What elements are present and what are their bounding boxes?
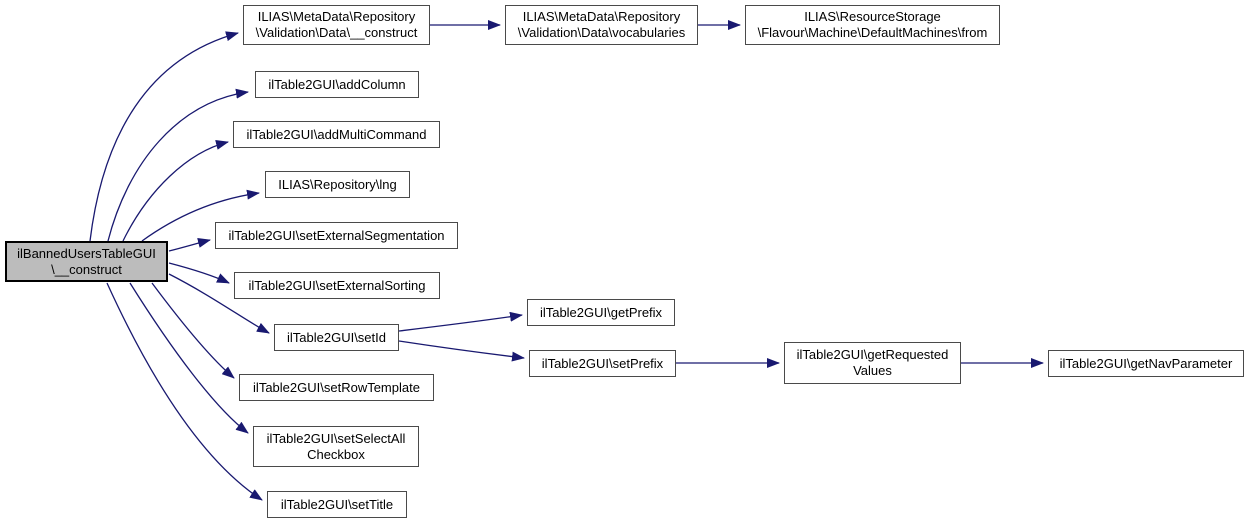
edge-construct-to-setselectallcheckbox <box>129 282 249 434</box>
node-ilias-metadata-repository-validation-data-vocabularies[interactable]: ILIAS\MetaData\Repository \Validation\Da… <box>505 5 698 45</box>
node-ilias-resourcestorage-flavour-machine-defaultmachines-from[interactable]: ILIAS\ResourceStorage \Flavour\Machine\D… <box>745 5 1000 45</box>
node-iltable2gui-setexternalsorting[interactable]: ilTable2GUI\setExternalSorting <box>234 272 440 299</box>
node-iltable2gui-getprefix[interactable]: ilTable2GUI\getPrefix <box>527 299 675 326</box>
edge-construct-to-addmulticommand <box>122 140 229 242</box>
node-iltable2gui-getnavparameter[interactable]: ilTable2GUI\getNavParameter <box>1048 350 1244 377</box>
node-iltable2gui-setid[interactable]: ilTable2GUI\setId <box>274 324 399 351</box>
node-iltable2gui-setrowtemplate[interactable]: ilTable2GUI\setRowTemplate <box>239 374 434 401</box>
edge-construct-to-setid <box>168 273 270 334</box>
node-iltable2gui-setexternalsegmentation[interactable]: ilTable2GUI\setExternalSegmentation <box>215 222 458 249</box>
node-iltable2gui-addcolumn[interactable]: ilTable2GUI\addColumn <box>255 71 419 98</box>
node-iltable2gui-setprefix[interactable]: ilTable2GUI\setPrefix <box>529 350 676 377</box>
node-iltable2gui-setselectallcheckbox[interactable]: ilTable2GUI\setSelectAll Checkbox <box>253 426 419 467</box>
edge-setid-to-setprefix <box>398 340 525 362</box>
edge-construct-to-settitle <box>106 282 263 501</box>
edge-construct-to-setrowtemplate <box>151 282 235 379</box>
edge-construct-to-setexternalsegmentation <box>168 238 211 252</box>
node-ilias-metadata-repository-validation-data-construct[interactable]: ILIAS\MetaData\Repository \Validation\Da… <box>243 5 430 45</box>
edge-construct-to-setexternalsorting <box>168 262 230 284</box>
node-iltable2gui-settitle[interactable]: ilTable2GUI\setTitle <box>267 491 407 518</box>
edge-construct-to-addcolumn <box>107 88 249 242</box>
node-ilbanneduserstablegui-construct: ilBannedUsersTableGUI \__construct <box>5 241 168 282</box>
node-iltable2gui-getrequestedvalues[interactable]: ilTable2GUI\getRequested Values <box>784 342 961 384</box>
edge-setid-to-getprefix <box>398 311 523 332</box>
node-ilias-repository-lng[interactable]: ILIAS\Repository\lng <box>265 171 410 198</box>
edge-construct-to-metadata-construct <box>89 31 239 242</box>
node-iltable2gui-addmulticommand[interactable]: ilTable2GUI\addMultiCommand <box>233 121 440 148</box>
edge-construct-to-lng <box>141 189 260 242</box>
